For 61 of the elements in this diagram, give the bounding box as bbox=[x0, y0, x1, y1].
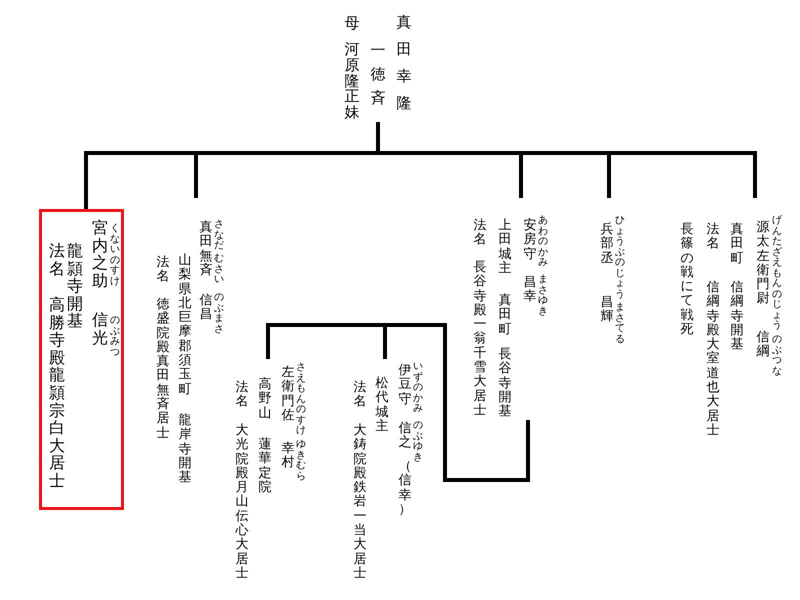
name-text: 真田無斉 bbox=[200, 220, 212, 278]
furigana-text: のぶみつ bbox=[110, 316, 120, 358]
note-text: 法名 bbox=[236, 380, 248, 409]
name-text: 昌輝 bbox=[600, 295, 614, 324]
name-text: 真田幸隆 bbox=[396, 14, 412, 114]
note-text: 山梨県北巨摩郡須玉町 bbox=[178, 253, 192, 396]
note-text: 高勝寺殿龍頴宗白大居士 bbox=[49, 297, 65, 491]
name-text: 昌幸 bbox=[524, 275, 536, 304]
note-text: 信綱寺殿大室道也大居士 bbox=[706, 280, 720, 438]
note-text: 法名 bbox=[706, 222, 720, 251]
note-text: 龍頴寺開基 bbox=[67, 243, 83, 331]
name-text: 宮内之助 bbox=[92, 220, 108, 290]
note-text: 真田町 bbox=[730, 222, 744, 265]
note-text: 大鋳院殿鉄岩一当大居士 bbox=[354, 423, 366, 580]
note-text: 長篠の戦にて戦死 bbox=[680, 222, 694, 336]
furigana-text: まさてる bbox=[615, 303, 625, 345]
furigana-text: さえもんのすけ bbox=[296, 363, 306, 436]
furigana-text: まさゆき bbox=[538, 275, 548, 317]
furigana-text: いずのかみ bbox=[413, 362, 423, 414]
note-text: 河原隆正妹 bbox=[344, 43, 360, 122]
furigana-text: あわのかみ bbox=[538, 216, 548, 268]
highlight-box bbox=[39, 209, 124, 510]
note-text: 大光院殿月山伝心大居士 bbox=[236, 423, 248, 580]
furigana-text: のぶまさ bbox=[214, 293, 224, 335]
note-text: 長谷寺殿一翁千雪大居士 bbox=[474, 260, 486, 418]
furigana-text: くないのすけ bbox=[110, 224, 120, 287]
furigana-text: げんたざえもんのじょう bbox=[772, 216, 782, 332]
note-text: 法名 bbox=[354, 380, 366, 409]
name-text: 源太左衛門尉 bbox=[756, 220, 770, 306]
furigana-text: ゆきむら bbox=[296, 440, 306, 482]
note-text: 蓮華定院 bbox=[258, 437, 272, 494]
note-text: 徳盛院殿真田無斉居士 bbox=[156, 297, 170, 440]
name-text: 安房守 bbox=[524, 218, 536, 261]
note-text: 法名 bbox=[156, 255, 170, 284]
note-text: 長谷寺開基 bbox=[498, 347, 512, 418]
furigana-text: のぶつな bbox=[772, 335, 782, 377]
name-text: 信光 bbox=[92, 312, 108, 348]
name-text: 信昌 bbox=[200, 293, 212, 322]
name-text: 幸村 bbox=[282, 441, 294, 470]
name-text: 伊豆守 bbox=[398, 363, 412, 406]
name-text: 兵部丞 bbox=[600, 222, 614, 265]
name-text: 信之 bbox=[398, 421, 412, 450]
name-text: 一徳斉 bbox=[370, 42, 386, 109]
furigana-text: さなだ bbox=[214, 220, 224, 252]
note-text: 法名 bbox=[474, 218, 486, 247]
note-text: 上田城主 bbox=[498, 218, 512, 276]
furigana-text: のぶゆき bbox=[413, 421, 423, 463]
note-text: 信綱寺開基 bbox=[730, 280, 744, 352]
note-text: 母 bbox=[344, 17, 360, 33]
note-text: 松代城主 bbox=[376, 376, 388, 434]
note-text: 高野山 bbox=[258, 377, 272, 420]
furigana-text: ひょうぶのじょう bbox=[615, 216, 625, 300]
note-text: 真田町 bbox=[498, 293, 512, 336]
name-text: （信幸） bbox=[398, 459, 412, 516]
connector-line bbox=[266, 323, 530, 482]
connector-line bbox=[84, 122, 380, 211]
name-text: 信綱 bbox=[756, 330, 770, 359]
name-text: 左衛門佐 bbox=[282, 365, 294, 422]
note-text: 龍岸寺開基 bbox=[178, 413, 192, 484]
furigana-text: むさい bbox=[214, 254, 224, 286]
note-text: 法名 bbox=[49, 243, 65, 278]
